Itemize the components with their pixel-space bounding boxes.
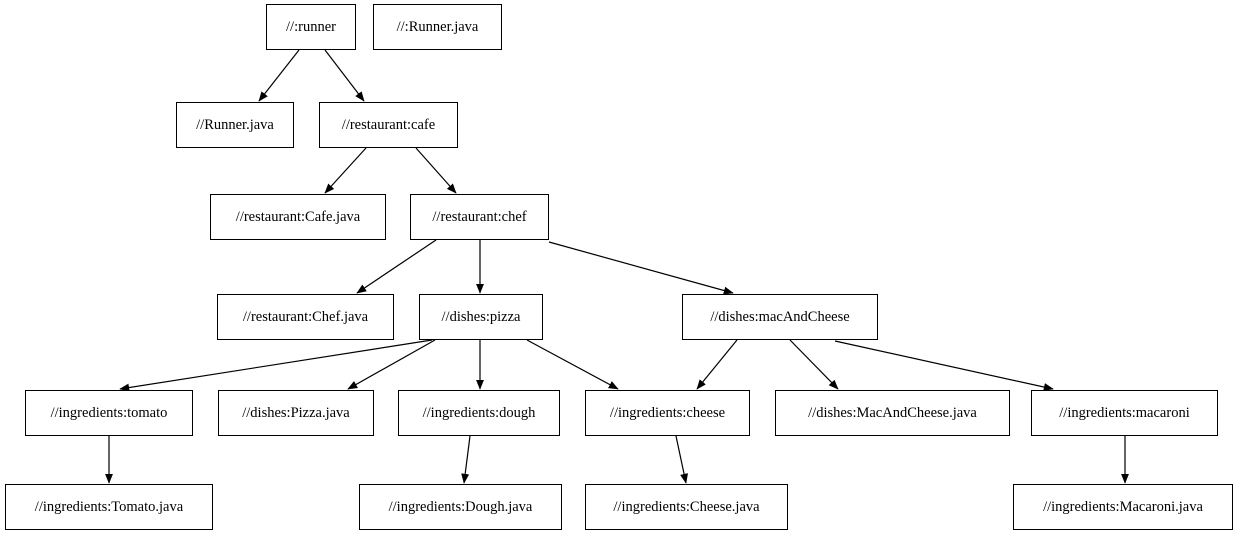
- graph-edge-restaurant_chef-to-chef_java: [356, 239, 437, 294]
- graph-node-label: //ingredients:cheese: [609, 404, 726, 421]
- graph-node-dishes_pizza[interactable]: //dishes:pizza: [419, 294, 543, 340]
- graph-node-label: //:Runner.java: [396, 18, 479, 35]
- graph-edge-dishes_mac-to-ing_cheese: [696, 339, 738, 390]
- graph-node-cheese_java[interactable]: //ingredients:Cheese.java: [585, 484, 788, 530]
- graph-node-label: //ingredients:tomato: [50, 404, 168, 421]
- graph-node-ing_macaroni[interactable]: //ingredients:macaroni: [1031, 390, 1218, 436]
- graph-edge-restaurant_cafe-to-restaurant_chef: [415, 147, 457, 194]
- graph-node-label: //ingredients:Tomato.java: [34, 498, 184, 515]
- graph-node-label: //dishes:Pizza.java: [242, 404, 350, 421]
- graph-node-restaurant_cafe[interactable]: //restaurant:cafe: [319, 102, 458, 148]
- graph-node-label: //ingredients:Cheese.java: [613, 498, 760, 515]
- graph-node-label: //dishes:MacAndCheese.java: [808, 404, 977, 421]
- graph-node-cafe_java[interactable]: //restaurant:Cafe.java: [210, 194, 386, 240]
- graph-node-label: //ingredients:Macaroni.java: [1043, 498, 1203, 515]
- graph-edge-ing_cheese-to-cheese_java: [675, 435, 688, 484]
- graph-node-ing_cheese[interactable]: //ingredients:cheese: [585, 390, 750, 436]
- graph-node-label: //restaurant:Chef.java: [242, 308, 369, 325]
- graph-node-label: //:runner: [286, 18, 336, 35]
- graph-node-label: //Runner.java: [196, 116, 274, 133]
- graph-node-chef_java[interactable]: //restaurant:Chef.java: [217, 294, 394, 340]
- graph-node-label: //ingredients:dough: [422, 404, 536, 421]
- graph-node-runner_java_root[interactable]: //:Runner.java: [373, 4, 502, 50]
- graph-node-label: //dishes:macAndCheese: [710, 308, 850, 325]
- graph-edge-runner-to-restaurant_cafe: [324, 49, 365, 102]
- graph-node-dishes_mac[interactable]: //dishes:macAndCheese: [682, 294, 878, 340]
- graph-node-restaurant_chef[interactable]: //restaurant:chef: [410, 194, 549, 240]
- graph-node-runner_java[interactable]: //Runner.java: [176, 102, 294, 148]
- graph-node-tomato_java[interactable]: //ingredients:Tomato.java: [5, 484, 213, 530]
- graph-node-dough_java[interactable]: //ingredients:Dough.java: [359, 484, 562, 530]
- graph-node-label: //restaurant:Cafe.java: [235, 208, 361, 225]
- graph-node-macaroni_java[interactable]: //ingredients:Macaroni.java: [1013, 484, 1233, 530]
- graph-node-label: //ingredients:macaroni: [1059, 404, 1190, 421]
- graph-node-pizza_java[interactable]: //dishes:Pizza.java: [218, 390, 374, 436]
- graph-edge-ing_dough-to-dough_java: [461, 435, 471, 484]
- graph-node-ing_tomato[interactable]: //ingredients:tomato: [25, 390, 193, 436]
- graph-edge-dishes_mac-to-ing_macaroni: [834, 340, 1054, 391]
- graph-edge-dishes_pizza-to-ing_cheese: [526, 339, 619, 390]
- graph-node-ing_dough[interactable]: //ingredients:dough: [398, 390, 560, 436]
- graph-node-label: //ingredients:Dough.java: [388, 498, 533, 515]
- graph-node-label: //restaurant:cafe: [341, 116, 436, 133]
- graph-edge-restaurant_cafe-to-cafe_java: [324, 147, 367, 194]
- graph-edge-dishes_mac-to-mac_java: [789, 339, 839, 390]
- graph-node-mac_java[interactable]: //dishes:MacAndCheese.java: [775, 390, 1010, 436]
- graph-node-label: //restaurant:chef: [432, 208, 527, 225]
- graph-node-runner[interactable]: //:runner: [266, 4, 356, 50]
- graph-node-label: //dishes:pizza: [441, 308, 521, 325]
- graph-edge-runner-to-runner_java: [258, 49, 300, 102]
- graph-edge-restaurant_chef-to-dishes_mac: [548, 241, 734, 295]
- graph-edge-dishes_pizza-to-ing_tomato: [119, 339, 433, 392]
- graph-edge-dishes_pizza-to-pizza_java: [347, 339, 436, 390]
